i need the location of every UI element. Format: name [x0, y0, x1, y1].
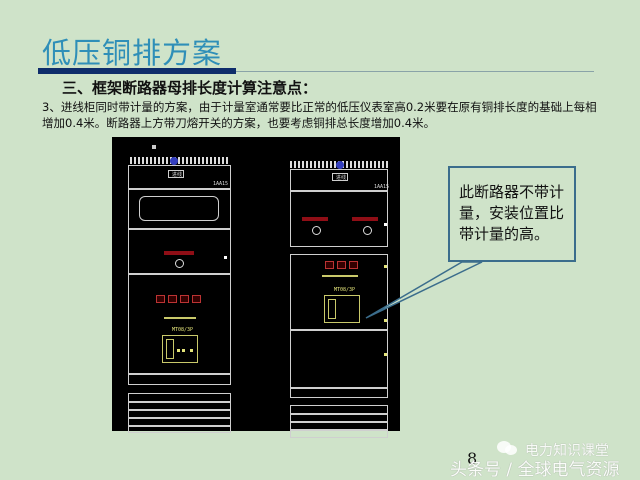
breaker-handle — [166, 339, 174, 359]
lamp-bar — [322, 275, 358, 277]
indicator-lamp-icon — [363, 226, 372, 235]
blue-node-icon — [336, 161, 344, 169]
breaker-button — [177, 349, 180, 352]
dot-marker — [224, 256, 227, 259]
table-line — [290, 413, 388, 415]
lower-compartment — [290, 330, 388, 388]
red-label — [164, 251, 194, 255]
meter-3 — [180, 295, 189, 303]
table-line — [128, 417, 231, 419]
marker-icon — [152, 145, 156, 149]
left-top-label: 进线 — [172, 172, 183, 178]
nameplate-table — [128, 393, 231, 433]
wechat-icon — [497, 441, 517, 455]
top-compartment — [290, 169, 388, 191]
title-underline-dark — [38, 68, 236, 74]
left-corner-label: 1AA15 — [213, 181, 229, 187]
meter-1 — [156, 295, 165, 303]
indicator-lamp-icon — [175, 259, 184, 268]
meter-2 — [337, 261, 346, 269]
breaker-body — [324, 295, 360, 323]
meter-2 — [168, 295, 177, 303]
table-line — [128, 409, 231, 411]
page-number: 8 — [467, 449, 478, 468]
breaker-compartment — [290, 254, 388, 330]
meter-3 — [349, 261, 358, 269]
callout-box — [448, 166, 576, 262]
breaker-compartment — [128, 274, 231, 374]
right-corner-label: 1AA15 — [374, 184, 390, 190]
dot-marker — [384, 223, 387, 226]
meter-compartment — [128, 229, 231, 274]
breaker-body — [162, 335, 198, 363]
table-line — [128, 401, 231, 403]
callout-text: 此断路器不带计量，安装位置比带计量的高。 — [459, 183, 565, 243]
bottom-strip — [290, 388, 388, 398]
table-line — [290, 421, 388, 423]
dot-marker — [384, 319, 387, 322]
red-label — [352, 217, 378, 221]
table-line — [290, 429, 388, 431]
meter-compartment — [290, 191, 388, 247]
label-box — [168, 170, 184, 178]
dot-marker — [384, 353, 387, 356]
dot-marker — [384, 265, 387, 268]
indicator-lamp-icon — [312, 226, 321, 235]
bottom-strip — [128, 374, 231, 385]
right-top-label: 进线 — [336, 175, 347, 181]
watermark-source: 头条号 / 全球电气资源 — [450, 460, 620, 480]
top-compartment — [128, 165, 231, 189]
table-line — [128, 425, 231, 427]
blue-node-icon — [170, 157, 178, 165]
right-breaker-label: MT08/3P — [334, 287, 356, 293]
busbar-strip — [130, 157, 230, 164]
red-label — [302, 217, 328, 221]
label-box — [332, 173, 348, 181]
title-underline-light — [236, 71, 594, 72]
breaker-button — [190, 349, 193, 352]
breaker-handle — [328, 299, 336, 319]
meter-4 — [192, 295, 201, 303]
window-frame — [139, 196, 219, 221]
meter-1 — [325, 261, 334, 269]
breaker-button — [182, 349, 185, 352]
body-paragraph: 3、进线柜同时带计量的方案，由于计量室通常要比正常的低压仪表室高0.2米要在原有… — [42, 100, 597, 130]
left-breaker-label: MT08/3P — [172, 327, 194, 333]
instrument-compartment — [128, 189, 231, 229]
section-heading: 三、框架断路器母排长度计算注意点： — [62, 79, 318, 97]
cad-drawing: 进线 1AA15 MT08/3P 进线 1AA15 — [112, 137, 400, 438]
lamp-bar — [164, 317, 196, 319]
watermark-channel: 电力知识课堂 — [525, 443, 609, 459]
slide-title: 低压铜排方案 — [42, 36, 223, 70]
